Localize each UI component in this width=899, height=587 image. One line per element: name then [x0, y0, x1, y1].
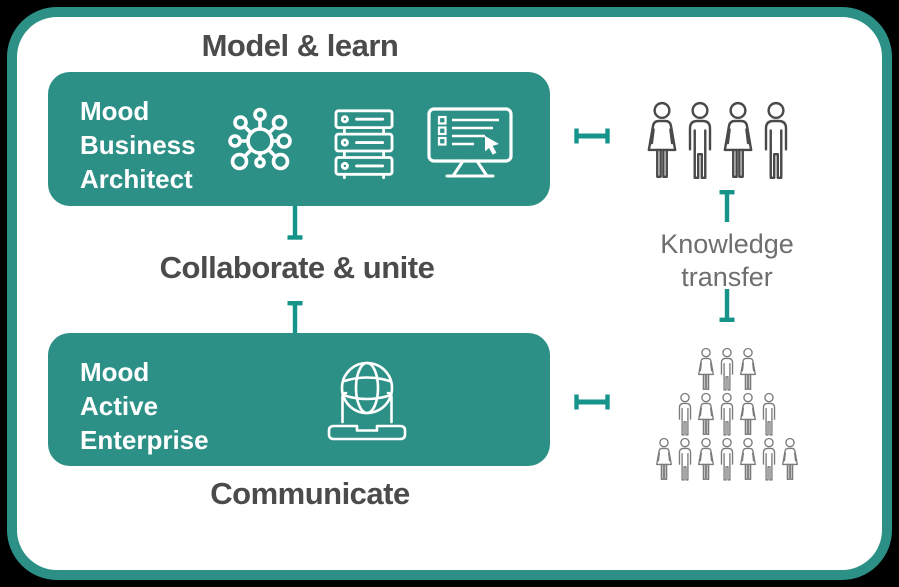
person-woman-icon — [738, 392, 759, 437]
person-man-icon — [717, 437, 738, 482]
crowd-row-3 — [654, 437, 801, 482]
person-woman-icon — [738, 437, 759, 482]
person-man-icon — [759, 392, 780, 437]
title-communicate: Communicate — [210, 476, 410, 511]
person-man-icon — [717, 392, 738, 437]
connector-down-from-mba — [287, 206, 303, 240]
label-line: Architect — [80, 164, 193, 194]
label-line: Mood — [80, 96, 150, 126]
connector-mba-to-experts — [574, 128, 610, 144]
network-hub-icon — [228, 107, 292, 171]
person-woman-icon — [696, 347, 717, 392]
person-man-icon — [757, 101, 795, 181]
person-woman-icon — [719, 101, 757, 181]
person-man-icon — [675, 392, 696, 437]
person-man-icon — [675, 437, 696, 482]
mood-business-architect-label: Mood Business Architect — [80, 94, 196, 196]
person-man-icon — [681, 101, 719, 181]
connector-label-to-crowd — [719, 289, 735, 322]
title-collaborate-unite: Collaborate & unite — [159, 250, 435, 285]
label-line: Enterprise — [80, 425, 209, 455]
person-woman-icon — [654, 437, 675, 482]
knowledge-transfer-label: Knowledge transfer — [627, 228, 827, 294]
person-woman-icon — [643, 101, 681, 181]
person-woman-icon — [780, 437, 801, 482]
connector-experts-to-label — [719, 190, 735, 222]
label-line: Mood — [80, 357, 150, 387]
laptop-globe-icon — [327, 361, 407, 441]
mood-active-enterprise-box: Mood Active Enterprise — [48, 333, 550, 466]
person-man-icon — [717, 347, 738, 392]
cursor-arrow — [485, 136, 499, 155]
person-woman-icon — [738, 347, 759, 392]
connector-down-to-mae — [287, 301, 303, 334]
server-stack-icon — [334, 109, 394, 179]
label-line: transfer — [681, 262, 773, 292]
experts-group — [643, 101, 795, 181]
title-model-learn: Model & learn — [201, 28, 399, 63]
mood-business-architect-box: Mood Business Architect — [48, 72, 550, 206]
person-woman-icon — [696, 437, 717, 482]
label-line: Knowledge — [660, 229, 794, 259]
connector-mae-to-crowd — [574, 394, 610, 410]
crowd-row-2 — [675, 392, 780, 437]
label-line: Business — [80, 130, 196, 160]
label-line: Active — [80, 391, 159, 421]
mood-active-enterprise-label: Mood Active Enterprise — [80, 355, 209, 457]
person-woman-icon — [696, 392, 717, 437]
monitor-checklist-icon — [427, 107, 513, 178]
person-man-icon — [759, 437, 780, 482]
crowd-row-1 — [696, 347, 759, 392]
